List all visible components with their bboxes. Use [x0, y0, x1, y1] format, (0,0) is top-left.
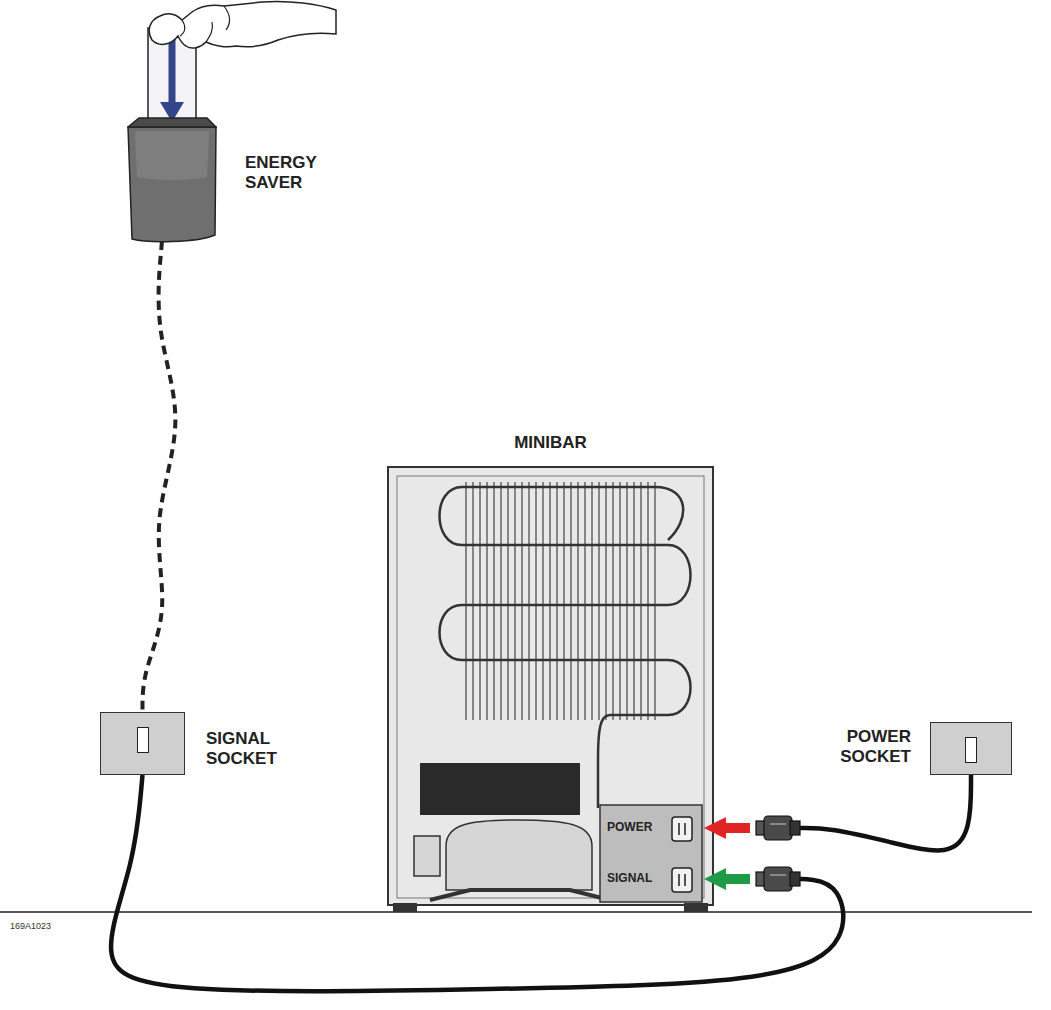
condenser-fin — [598, 482, 599, 720]
condenser-fin — [584, 482, 585, 720]
inlet-pins — [679, 874, 685, 886]
condenser-fin — [605, 482, 606, 720]
condenser-fin — [612, 482, 613, 720]
compressor-base — [430, 890, 610, 900]
cable-connector — [704, 775, 971, 850]
plug-in-arrow — [704, 868, 750, 890]
node-label: MINIBAR — [514, 433, 587, 453]
condenser-fin — [514, 482, 515, 720]
condenser-fin — [500, 482, 501, 720]
plug-in-arrow — [704, 817, 750, 839]
floor-line — [0, 911, 1032, 913]
condenser-fin — [479, 482, 480, 720]
condenser-fin — [570, 482, 571, 720]
compressor-dome — [446, 820, 592, 890]
plug-highlight — [770, 823, 786, 825]
card-slot-top — [128, 118, 216, 127]
plug-strain-relief — [790, 872, 800, 886]
condenser-fin — [591, 482, 592, 720]
condenser-fin — [633, 482, 634, 720]
connection-panel — [600, 805, 702, 902]
condenser-fin — [549, 482, 550, 720]
inlet-socket — [672, 868, 692, 892]
node-label: ENERGY SAVER — [245, 153, 317, 194]
condenser-fin — [556, 482, 557, 720]
energy-saver-front — [128, 127, 216, 242]
condenser-fin — [507, 482, 508, 720]
coil-tube — [440, 487, 691, 808]
drip-tray — [420, 763, 580, 815]
inlet — [672, 868, 692, 892]
inlet — [672, 817, 692, 841]
cable-connector — [111, 775, 843, 991]
foot — [393, 903, 417, 912]
condenser-fin — [472, 482, 473, 720]
drawing-number: 169A1023 — [10, 921, 51, 931]
relay-box — [414, 836, 440, 876]
power-socket: POWER SOCKET — [930, 722, 1012, 775]
energy-saver-shape — [127, 117, 217, 243]
signal-inlet: SIGNAL — [603, 863, 701, 895]
condenser-fin — [654, 482, 655, 720]
minibar-body — [388, 467, 713, 912]
condenser-fin — [640, 482, 641, 720]
condenser-coil — [440, 482, 691, 808]
node-label: SIGNAL — [607, 871, 652, 885]
hand-detail — [180, 6, 230, 42]
condenser-fin — [528, 482, 529, 720]
plug-strain-relief — [790, 821, 800, 835]
cable-connector — [143, 241, 176, 712]
energy-saver-box: ENERGY SAVER — [127, 117, 217, 243]
condenser-fin — [535, 482, 536, 720]
socket-slot — [965, 737, 977, 763]
condenser-fin — [542, 482, 543, 720]
plug-body — [764, 867, 792, 891]
signal-socket: SIGNAL SOCKET — [100, 712, 185, 775]
plug-highlight — [770, 874, 786, 876]
coil-tube — [655, 487, 683, 540]
condenser-fin — [486, 482, 487, 720]
energy-saver-shade — [135, 131, 209, 180]
plug-body — [764, 816, 792, 840]
inlet-socket — [672, 817, 692, 841]
condenser-fin — [626, 482, 627, 720]
node-label: POWER — [607, 820, 652, 834]
compressor — [414, 763, 610, 900]
cable — [800, 775, 971, 850]
cabinet — [388, 467, 713, 905]
condenser-fin — [493, 482, 494, 720]
condenser-fin — [619, 482, 620, 720]
node-label: SIGNAL SOCKET — [206, 729, 277, 770]
power-inlet: POWER — [603, 812, 701, 844]
inlet-pins — [679, 823, 685, 835]
condenser-fin — [521, 482, 522, 720]
condenser-fin — [577, 482, 578, 720]
minibar: POWERSIGNALMINIBAR — [388, 467, 713, 905]
condenser-fin — [647, 482, 648, 720]
socket-slot — [137, 727, 149, 753]
hand — [149, 1, 336, 48]
condenser-fin — [465, 482, 466, 720]
foot — [684, 903, 708, 912]
dashed-cable — [143, 241, 176, 712]
insert-arrow — [169, 40, 176, 104]
node-label: POWER SOCKET — [840, 727, 911, 768]
cable — [111, 775, 843, 991]
condenser-fin — [563, 482, 564, 720]
